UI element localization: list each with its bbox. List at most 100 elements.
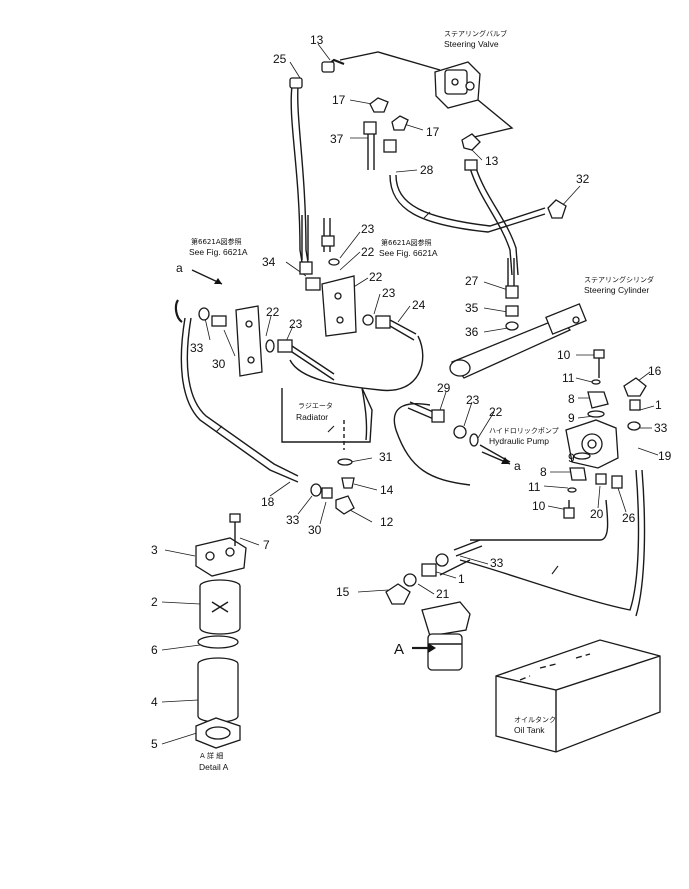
fitting-23-24 <box>362 314 417 341</box>
part-number: 2 <box>151 595 158 609</box>
bolt-10-bottom <box>563 500 575 519</box>
hose-25 <box>290 85 303 263</box>
view-A-label: A <box>394 641 404 658</box>
part-number: 10 <box>532 499 546 513</box>
o-ring-22-top <box>328 258 340 266</box>
oil-tank-label: Oil Tank <box>514 725 545 735</box>
arrow-a-left-label: a <box>176 261 183 275</box>
o-ring-9-top <box>587 410 605 418</box>
arrow-a-right-label: a <box>514 459 521 473</box>
elbow-13-top <box>321 58 345 73</box>
hose-suction <box>393 403 471 486</box>
part-number: 11 <box>562 371 575 385</box>
case-4 <box>197 657 239 723</box>
part-number: 29 <box>437 381 451 395</box>
radiator-label: Radiator <box>296 412 328 422</box>
hydraulic-pump-label: Hydraulic Pump <box>489 436 549 446</box>
radiator-label-jp: ラジエータ <box>298 401 333 410</box>
part-number: 3 <box>151 543 158 557</box>
elbow-16 <box>623 377 647 411</box>
see-fig-left: See Fig. 6621A <box>189 247 248 257</box>
flange-8-top <box>587 391 609 409</box>
part-number: 26 <box>622 511 636 525</box>
elbow-13-right <box>461 133 481 171</box>
part-number: 33 <box>286 513 300 527</box>
fitting-25 <box>289 77 303 89</box>
elbow-17-left <box>369 97 389 113</box>
part-number: 32 <box>576 172 590 186</box>
bolt-7 <box>229 513 241 546</box>
part-number: 36 <box>465 325 479 339</box>
part-number: 14 <box>380 483 394 497</box>
tube-33-tank <box>453 539 483 557</box>
part-number: 1 <box>655 398 662 412</box>
elbow-12 <box>335 495 355 515</box>
fitting-1-tank <box>421 553 449 577</box>
part-number: 22 <box>361 245 375 259</box>
part-number: 4 <box>151 695 158 709</box>
part-number: 22 <box>266 305 280 319</box>
fitting-23-pump <box>453 425 467 439</box>
oil-tank-label-jp: オイルタンク <box>514 715 556 724</box>
fitting-22-23-left <box>265 339 335 381</box>
fitting-29 <box>407 401 445 423</box>
fitting-30-33-bottom <box>310 483 333 499</box>
part-number: 13 <box>485 154 499 168</box>
part-number: 18 <box>261 495 275 509</box>
part-number: 33 <box>190 341 204 355</box>
hydraulic-pump-label-jp: ハイドロリックポンプ <box>489 427 559 435</box>
part-number: 34 <box>262 255 276 269</box>
part-number: 28 <box>420 163 434 177</box>
o-ring-22-pump <box>469 433 479 447</box>
part-number: 1 <box>458 572 465 586</box>
part-number: 23 <box>466 393 480 407</box>
detail-label: Detail A <box>199 762 229 772</box>
part-number: 8 <box>540 465 547 479</box>
part-number: 17 <box>332 93 346 107</box>
valve-block-left <box>235 305 263 377</box>
part-number: 12 <box>380 515 394 529</box>
tube-23-upper <box>321 218 335 252</box>
elbow-17-right <box>391 115 409 131</box>
part-number: 31 <box>379 450 393 464</box>
part-number: 23 <box>289 317 303 331</box>
see-fig-left-jp: 第6621A図参照 <box>191 237 242 246</box>
steering-valve <box>434 61 481 109</box>
part-number: 19 <box>658 449 672 463</box>
elbow-15 <box>385 583 411 605</box>
part-number: 23 <box>382 286 396 300</box>
part-number: 5 <box>151 737 158 751</box>
detail-label-jp: A 詳 細 <box>200 751 223 760</box>
see-fig-right-jp: 第6621A図参照 <box>381 238 432 247</box>
part-number: 25 <box>273 52 287 66</box>
steering-cylinder-label-jp: ステアリングシリンダ <box>584 275 654 284</box>
radiator <box>281 387 373 450</box>
part-number: 22 <box>489 405 503 419</box>
part-number: 20 <box>590 507 604 521</box>
gasket-5 <box>195 717 241 749</box>
valve-14 <box>341 477 355 489</box>
part-number-labels: 13 25 17 17 37 13 28 32 23 22 34 22 23 2… <box>151 33 672 751</box>
part-number: 13 <box>310 33 324 47</box>
tank-filter <box>421 601 471 671</box>
steering-cylinder <box>449 303 587 379</box>
part-number: 27 <box>465 274 479 288</box>
part-number: 9 <box>568 411 575 425</box>
part-number: 15 <box>336 585 350 599</box>
part-number: 33 <box>490 556 504 570</box>
part-number: 23 <box>361 222 375 236</box>
steering-cylinder-label: Steering Cylinder <box>584 285 649 295</box>
hose-24 <box>289 335 424 392</box>
part-number: 33 <box>654 421 668 435</box>
bolt-10-top <box>593 349 605 378</box>
washer-11-bottom <box>567 487 577 493</box>
oil-tank <box>495 639 661 753</box>
see-fig-right: See Fig. 6621A <box>379 248 438 258</box>
tube-27 <box>505 258 519 331</box>
part-number: 10 <box>557 348 571 362</box>
part-number: 9 <box>568 451 575 465</box>
tube-28 <box>389 174 546 233</box>
washer-33-right <box>627 421 641 431</box>
tube-37 <box>363 121 377 170</box>
